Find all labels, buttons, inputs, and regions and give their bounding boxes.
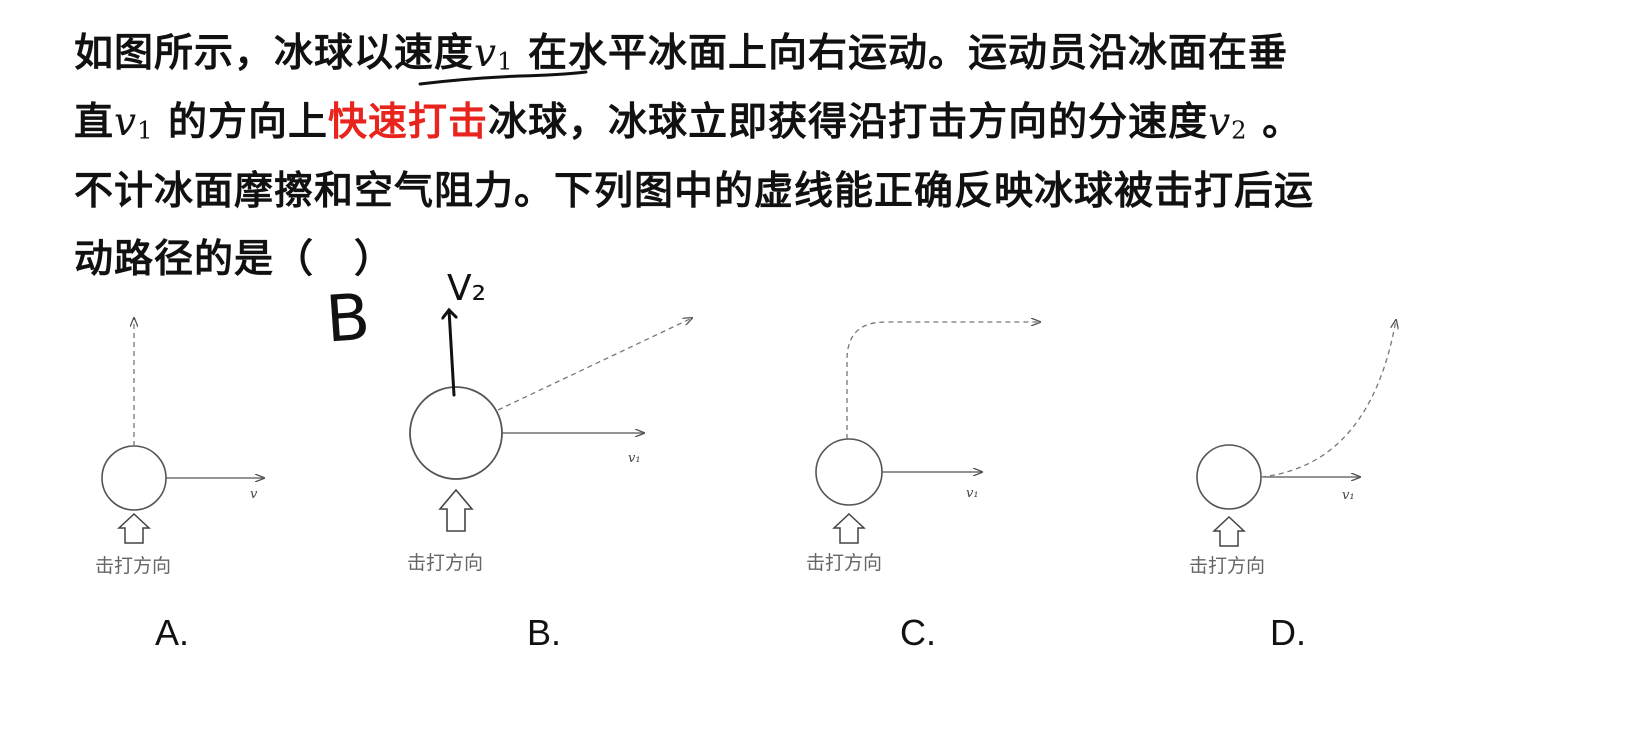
handwritten-v2-label: V₂: [447, 268, 486, 309]
question-text: 直: [74, 99, 115, 145]
hit-direction-arrow-icon: [117, 512, 151, 544]
handwritten-answer: B: [323, 281, 372, 358]
hit-direction-label: 击打方向: [1189, 555, 1265, 577]
puck: [101, 445, 167, 511]
question-text: 的方向上: [168, 99, 329, 145]
question-text: 在水平冰面上向右运动。运动员沿冰面在垂: [528, 30, 1289, 76]
question-line-1: 如图所示，冰球以速度v1 在水平冰面上向右运动。运动员沿冰面在垂: [74, 22, 1288, 78]
hit-direction-arrow-icon: [1212, 515, 1246, 547]
path-dashed: [497, 318, 692, 411]
question-text: 。: [1262, 99, 1303, 145]
option-label-b: B.: [527, 612, 561, 653]
velocity-label: v₁: [628, 451, 641, 466]
velocity-symbol-v1: v1: [114, 100, 154, 145]
hit-direction-label: 击打方向: [407, 552, 483, 574]
path-dashed: [1260, 320, 1396, 478]
option-c-figure: v₁ 击打方向 C.: [806, 322, 1040, 653]
puck: [1196, 444, 1262, 510]
option-a-figure: v 击打方向 A.: [95, 318, 264, 653]
question-line-2: 直v1 的方向上快速打击冰球，冰球立即获得沿打击方向的分速度v2 。: [74, 91, 1302, 147]
puck: [815, 438, 883, 506]
hit-direction-label: 击打方向: [95, 555, 171, 577]
hit-direction-arrow-icon: [438, 488, 474, 532]
question-text: 如图所示，冰球以速度: [74, 30, 475, 76]
hit-direction-label: 击打方向: [806, 552, 882, 574]
question-text: 冰球，冰球立即获得沿打击方向的分速度: [488, 99, 1209, 145]
option-label-a: A.: [155, 612, 189, 653]
option-b-figure: v₁ 击打方向 B. V₂: [407, 268, 692, 653]
hit-direction-arrow-icon: [832, 512, 866, 544]
path-dashed: [846, 322, 1040, 439]
option-label-d: D.: [1270, 612, 1306, 653]
velocity-symbol-v1: v1: [474, 31, 514, 76]
svg-text:B: B: [323, 281, 372, 358]
option-label-c: C.: [900, 612, 936, 653]
velocity-label: v₁: [966, 486, 979, 501]
option-d-figure: v₁ 击打方向 D.: [1189, 320, 1396, 653]
velocity-label: v₁: [1342, 488, 1355, 503]
velocity-label: v: [250, 487, 258, 502]
question-line-4: 动路径的是（ ）: [74, 236, 395, 282]
handwritten-underline: [418, 70, 588, 86]
question-line-3: 不计冰面摩擦和空气阻力。下列图中的虚线能正确反映冰球被击打后运: [74, 168, 1315, 214]
velocity-symbol-v2: v2: [1208, 100, 1248, 145]
highlighted-phrase: 快速打击: [328, 99, 489, 145]
handwritten-v2-arrow: [449, 310, 454, 397]
puck: [409, 386, 503, 480]
